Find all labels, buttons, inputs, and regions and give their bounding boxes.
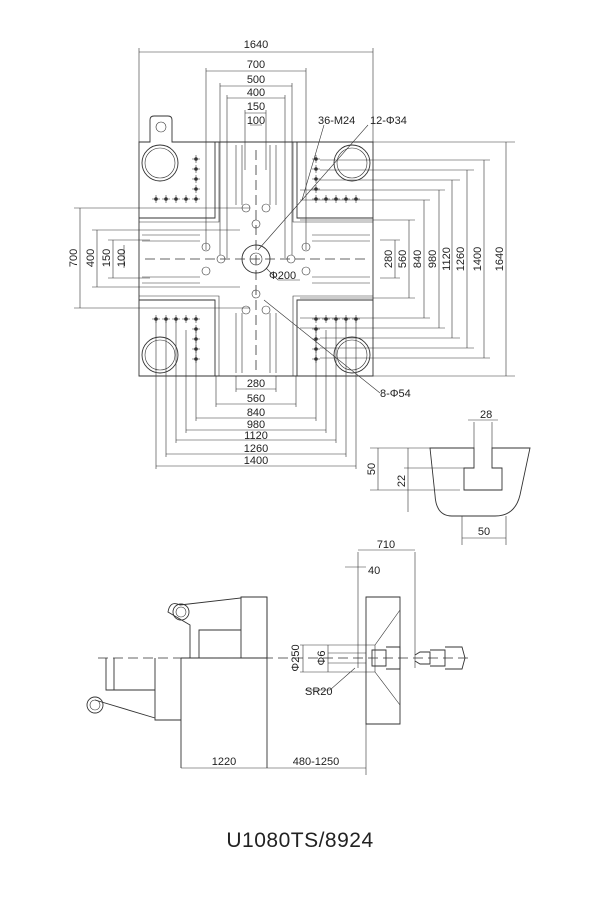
bolt-hole [314, 157, 318, 161]
dim-sr20: SR20 [305, 686, 333, 698]
dim-280-right: 280 [383, 250, 395, 268]
dim-slot-50-height: 50 [366, 463, 378, 475]
dim-phi6: Φ6 [316, 651, 328, 666]
dim-phi250: Φ250 [290, 644, 302, 671]
dim-500-top: 500 [247, 74, 265, 86]
dim-40: 40 [368, 565, 380, 577]
bolt-hole [194, 177, 198, 181]
bolt-hole [314, 177, 318, 181]
dim-400-top: 400 [247, 87, 265, 99]
bolt-hole [194, 157, 198, 161]
callout-36-m24: 36-M24 [318, 115, 355, 127]
bolt-hole [194, 197, 198, 201]
dim-1220: 1220 [212, 756, 236, 768]
dim-840-bottom: 840 [247, 407, 265, 419]
dim-100-top: 100 [247, 115, 265, 127]
dim-slot-22: 22 [396, 475, 408, 487]
tie-bar-holes [141, 144, 371, 374]
bolt-hole [194, 187, 198, 191]
bolt-hole [174, 197, 178, 201]
bolt-hole [184, 317, 188, 321]
dim-1260-bottom: 1260 [244, 443, 268, 455]
dim-100-left: 100 [116, 249, 128, 267]
platen-front-view [138, 115, 374, 377]
dim-280-bottom: 280 [247, 378, 265, 390]
dim-slot-28: 28 [480, 409, 492, 421]
dim-1640-top: 1640 [244, 39, 268, 51]
dim-710: 710 [377, 539, 395, 551]
callout-8-phi54: 8-Φ54 [380, 388, 411, 400]
dim-1260-right: 1260 [455, 247, 467, 271]
dim-560-bottom: 560 [247, 393, 265, 405]
dim-980-right: 980 [427, 250, 439, 268]
dim-150-top: 150 [247, 101, 265, 113]
dim-400-left: 400 [85, 249, 97, 267]
bolt-hole [194, 167, 198, 171]
dim-700-top: 700 [247, 59, 265, 71]
bolt-hole [154, 197, 158, 201]
callout-12-phi34: 12-Φ34 [370, 115, 407, 127]
model-title: U1080TS/8924 [226, 829, 373, 852]
dim-1120-bottom: 1120 [244, 430, 268, 442]
dim-1640-right: 1640 [494, 247, 506, 271]
dim-840-right: 840 [412, 250, 424, 268]
callout-phi200: Φ200 [269, 270, 296, 282]
front-dimension-lines [74, 48, 515, 469]
bolt-hole [194, 317, 198, 321]
dim-480-1250: 480-1250 [293, 756, 340, 768]
dim-slot-50-width: 50 [478, 526, 490, 538]
dim-1400-right: 1400 [472, 247, 484, 271]
dim-150-left: 150 [101, 249, 113, 267]
bolt-hole [184, 197, 188, 201]
dim-980-bottom: 980 [247, 419, 265, 431]
t-slot-detail: 28 50 22 50 [366, 409, 531, 545]
bolt-hole [314, 167, 318, 171]
dim-1120-right: 1120 [441, 247, 453, 271]
dim-700-left: 700 [68, 249, 80, 267]
front-dimension-labels: 1640 700 500 400 150 100 700 400 150 100… [68, 39, 506, 467]
dim-1400-bottom: 1400 [244, 455, 268, 467]
bolt-hole [164, 197, 168, 201]
side-view: 710 40 Φ250 Φ6 SR20 1220 480-1250 [86, 539, 470, 775]
dim-560-right: 560 [397, 250, 409, 268]
